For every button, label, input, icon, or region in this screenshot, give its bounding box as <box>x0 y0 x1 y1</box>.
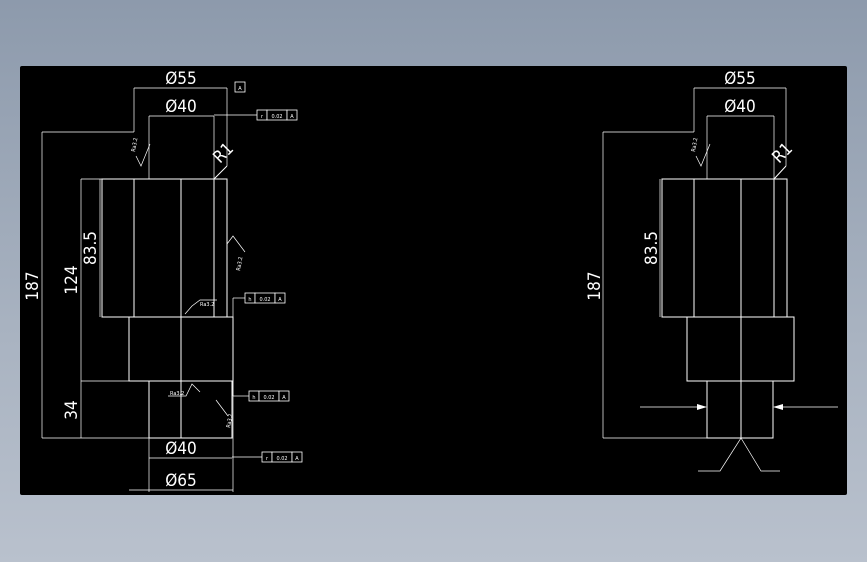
svg-text:0.02: 0.02 <box>259 297 270 303</box>
tolerance-frame-3: h 0.02 A <box>232 381 290 402</box>
svg-text:Ra3.2: Ra3.2 <box>131 137 139 152</box>
dim-34: 34 <box>62 400 82 419</box>
svg-text:0.02: 0.02 <box>271 114 282 120</box>
tolerance-frame-4: r 0.02 A <box>232 451 303 463</box>
left-view: Ø55 Ø40 Ø40 Ø65 187 124 83.5 34 R1 A r 0… <box>23 69 303 492</box>
datum-box <box>234 81 246 93</box>
lower-shaft-outline <box>148 380 233 439</box>
clamp-arrow-left <box>640 404 707 410</box>
svg-text:r: r <box>261 114 264 120</box>
roughness-symbol-2: Ra3.2 <box>226 235 246 271</box>
roughness-symbol-3: Ra3.2 <box>184 299 217 315</box>
svg-text:h: h <box>248 297 251 303</box>
svg-text:0.02: 0.02 <box>276 456 287 462</box>
chamfer-line <box>213 165 228 180</box>
upper-shaft-outline <box>101 178 228 318</box>
right-dim-r1: R1 <box>768 139 797 168</box>
dim-d40-bottom: Ø40 <box>165 439 197 459</box>
roughness-symbol-1: Ra3.2 <box>131 137 151 167</box>
dim-d65: Ø65 <box>165 471 197 491</box>
right-roughness-symbol: Ra3.2 <box>691 137 711 167</box>
dim-124: 124 <box>62 265 82 294</box>
right-chamfer <box>773 165 787 180</box>
svg-text:Ra3.2: Ra3.2 <box>226 413 234 428</box>
dim-d55-top: Ø55 <box>165 69 197 89</box>
clamp-arrow-right <box>773 404 838 410</box>
tolerance-frame-2: h 0.02 A <box>232 292 286 317</box>
right-dim-d55: Ø55 <box>724 69 756 89</box>
dim-83-5: 83.5 <box>81 231 101 265</box>
support-symbol <box>698 437 780 472</box>
right-lower-shaft <box>706 380 774 439</box>
right-dim-83-5: 83.5 <box>642 231 662 265</box>
svg-text:A: A <box>295 456 299 462</box>
tolerance-frame-1: r 0.02 A <box>214 109 298 121</box>
svg-text:h: h <box>252 395 255 401</box>
cad-drawing-viewport[interactable]: Ø55 Ø40 Ø40 Ø65 187 124 83.5 34 R1 A r 0… <box>20 66 847 495</box>
right-view: Ø55 Ø40 187 83.5 R1 Ra3.2 <box>585 69 838 472</box>
svg-text:0.02: 0.02 <box>263 395 274 401</box>
cad-drawing: Ø55 Ø40 Ø40 Ø65 187 124 83.5 34 R1 A r 0… <box>23 69 838 492</box>
dim-187: 187 <box>23 271 43 300</box>
svg-text:Ra3.2: Ra3.2 <box>236 256 244 271</box>
svg-text:Ra3.2: Ra3.2 <box>691 137 699 152</box>
svg-text:A: A <box>278 297 282 303</box>
roughness-symbol-5: Ra3.2 <box>215 399 234 428</box>
right-upper-shaft <box>661 178 788 318</box>
svg-text:Ra3.2: Ra3.2 <box>170 391 184 397</box>
datum-label: A <box>238 86 242 92</box>
svg-text:Ra3.2: Ra3.2 <box>200 302 214 308</box>
right-dim-187: 187 <box>585 271 605 300</box>
svg-text:A: A <box>290 114 294 120</box>
svg-text:r: r <box>266 456 269 462</box>
right-dim-d40: Ø40 <box>724 97 756 117</box>
roughness-symbol-4: Ra3.2 <box>168 383 201 397</box>
dim-d40-top: Ø40 <box>165 97 197 117</box>
svg-text:A: A <box>282 395 286 401</box>
